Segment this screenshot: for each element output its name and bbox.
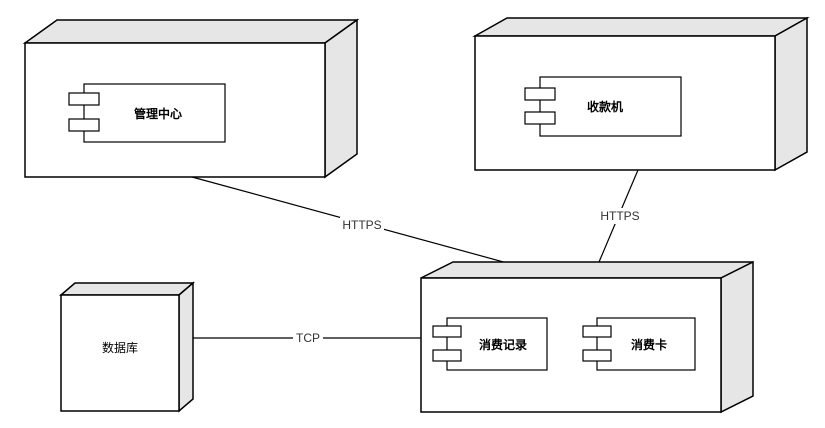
component-port-icon bbox=[582, 349, 612, 362]
component-port-icon bbox=[432, 325, 462, 338]
component-port-icon bbox=[582, 325, 612, 338]
component-consumption-record: 消费记录 bbox=[432, 317, 548, 371]
edge-management-server: HTTPS bbox=[191, 176, 534, 271]
node-server: 消费记录 消费卡 bbox=[420, 260, 754, 414]
node-database: 数据库 bbox=[58, 281, 196, 413]
component-label-management: 管理中心 bbox=[134, 106, 182, 121]
edge-label-management-server: HTTPS bbox=[342, 218, 381, 232]
component-port-icon bbox=[524, 87, 556, 101]
component-label-consumption-card: 消费卡 bbox=[631, 337, 667, 352]
component-port-icon bbox=[68, 92, 100, 106]
component-port-icon bbox=[524, 111, 556, 125]
node-cashier: 收款机 bbox=[472, 16, 810, 172]
edge-label-database-server: TCP bbox=[296, 331, 320, 345]
node-management: 管理中心 bbox=[22, 18, 360, 179]
component-management: 管理中心 bbox=[68, 83, 226, 143]
component-port-icon bbox=[432, 349, 462, 362]
edge-cashier-server: HTTPS bbox=[598, 169, 642, 263]
component-label-cashier: 收款机 bbox=[587, 99, 623, 114]
database-label: 数据库 bbox=[102, 340, 138, 355]
component-cashier: 收款机 bbox=[524, 76, 682, 137]
edge-label-cashier-server: HTTPS bbox=[600, 209, 639, 223]
component-consumption-card: 消费卡 bbox=[582, 317, 696, 371]
edge-database-server: TCP bbox=[193, 330, 421, 346]
component-port-icon bbox=[68, 118, 100, 132]
component-label-consumption-record: 消费记录 bbox=[479, 337, 527, 352]
